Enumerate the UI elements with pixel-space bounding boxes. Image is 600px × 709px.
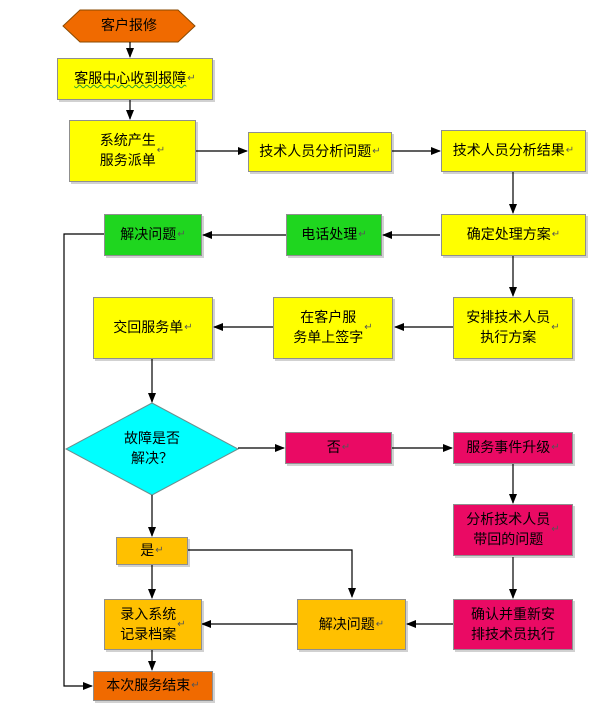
no-node: 否↵ — [285, 432, 392, 464]
analyze-bring-node: 分析技术人员 带回的问题↵ — [453, 504, 573, 556]
phone-node: 电话处理↵ — [286, 214, 382, 256]
sign-label: 在客户服 务单上签字 — [293, 310, 364, 346]
end-label: 本次服务结束 — [106, 678, 191, 694]
service-center-label: 客服中心收到报障 — [74, 71, 187, 87]
phone-label: 电话处理 — [301, 227, 358, 243]
arrange-label: 安排技术人员 执行方案 — [466, 310, 551, 346]
confirm-rearrange-label: 确认并重新安 排技术员执行 — [471, 606, 555, 643]
record-label: 录入系统 记录档案 — [120, 606, 177, 643]
no-label: 否 — [326, 440, 341, 456]
arrow-solve-to-end — [63, 233, 104, 690]
yes-node: 是↵ — [116, 537, 188, 565]
tech-analyze-label: 技术人员分析问题 — [259, 144, 372, 160]
confirm-plan-label: 确定处理方案 — [466, 227, 551, 243]
dispatch-label: 系统产生 服务派单 — [99, 133, 156, 169]
record-node: 录入系统 记录档案↵ — [104, 599, 202, 650]
tech-result-node: 技术人员分析结果↵ — [441, 130, 586, 172]
solve-top-node: 解决问题↵ — [104, 214, 202, 256]
escalate-label: 服务事件升级 — [466, 440, 551, 456]
confirm-plan-node: 确定处理方案↵ — [441, 214, 586, 256]
analyze-bring-label: 分析技术人员 带回的问题 — [466, 512, 551, 548]
yes-label: 是 — [140, 543, 155, 559]
end-node: 本次服务结束↵ — [93, 671, 213, 701]
arrow-yes-to-solve — [188, 549, 356, 598]
decision-label: 故障是否 解决？ — [124, 431, 180, 467]
tech-analyze-node: 技术人员分析问题↵ — [248, 132, 392, 172]
start-label: 客户报修 — [101, 18, 157, 34]
return-form-label: 交回服务单 — [113, 320, 184, 336]
start-node: 客户报修 — [63, 10, 195, 42]
sign-node: 在客户服 务单上签字↵ — [273, 297, 393, 359]
escalate-node: 服务事件升级↵ — [453, 432, 573, 464]
return-form-node: 交回服务单↵ — [93, 297, 213, 359]
start-shape — [62, 9, 196, 43]
tech-result-label: 技术人员分析结果 — [452, 143, 565, 159]
confirm-rearrange-node: 确认并重新安 排技术员执行 — [453, 599, 573, 650]
solve-top-label: 解决问题 — [120, 227, 177, 243]
service-center-node: 客服中心收到报障↵ — [57, 58, 213, 100]
dispatch-node: 系统产生 服务派单↵ — [69, 120, 196, 182]
solve-bottom-node: 解决问题↵ — [297, 599, 406, 650]
decision-node: 故障是否 解决？ — [96, 426, 208, 472]
arrange-node: 安排技术人员 执行方案↵ — [453, 297, 573, 359]
solve-bottom-label: 解决问题 — [318, 616, 375, 633]
